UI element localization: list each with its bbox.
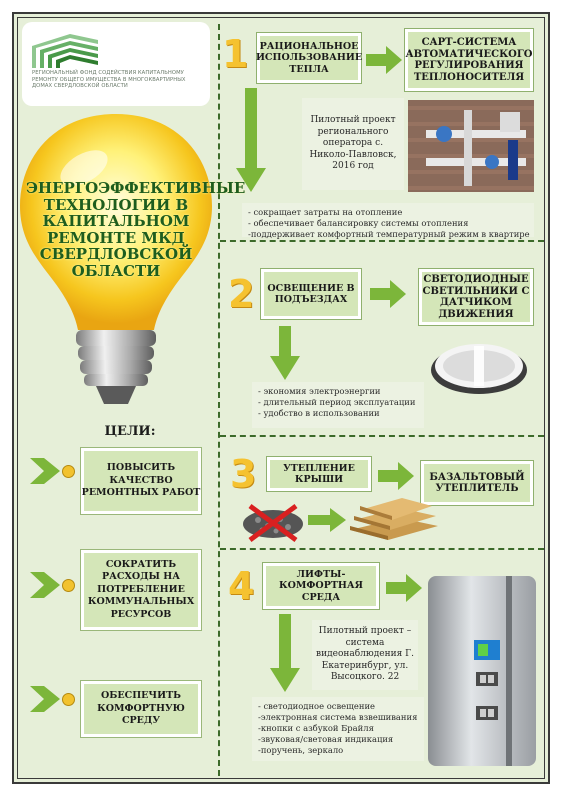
goal-bullet-icon [62, 693, 75, 706]
benefit-item: -звуковая/световая индикация [258, 734, 394, 744]
benefit-item: -поддерживает комфортный температурный р… [248, 229, 530, 239]
section-title: ЛИФТЫ-КОМФОРТНАЯ СРЕДА [262, 562, 380, 610]
section-number: 4 [228, 564, 255, 608]
arrow-right-icon [366, 46, 402, 74]
vertical-divider [218, 24, 220, 776]
benefit-item: - обеспечивает балансировку системы отоп… [248, 218, 469, 228]
section-result: СВЕТОДИОДНЫЕ СВЕТИЛЬНИКИ С ДАТЧИКОМ ДВИЖ… [418, 268, 534, 326]
benefit-item: -кнопки с азбукой Брайля [258, 723, 374, 733]
benefit-item: - экономия электроэнергии [258, 386, 381, 396]
section-number: 2 [228, 272, 255, 316]
section-divider-1 [220, 240, 544, 242]
building-logo-icon [32, 34, 98, 68]
goal-costs: СОКРАТИТЬ РАСХОДЫ НА ПОТРЕБЛЕНИЕ КОММУНА… [80, 549, 202, 631]
old-insulation-crossed-icon [243, 503, 303, 542]
basalt-slabs-icon [350, 498, 438, 540]
section-result: САРТ-СИСТЕМА АВТОМАТИЧЕСКОГО РЕГУЛИРОВАН… [404, 28, 534, 92]
benefit-item: - сокращает затраты на отопление [248, 207, 403, 217]
arrow-right-icon [386, 574, 422, 602]
pilot-note: Пилотный проект регионального оператора … [302, 98, 404, 190]
elevator-panel-icon [428, 576, 536, 766]
arrow-right-icon [378, 462, 414, 490]
benefits-list: - светодиодное освещение -электронная си… [252, 697, 424, 761]
section-number: 1 [222, 32, 249, 76]
section-result: БАЗАЛЬТОВЫЙ УТЕПЛИТЕЛЬ [420, 460, 534, 506]
benefit-item: -поручень, зеркало [258, 745, 344, 755]
logo-org-text: РЕГИОНАЛЬНЫЙ ФОНД СОДЕЙСТВИЯ КАПИТАЛЬНОМ… [32, 70, 186, 89]
logo: РЕГИОНАЛЬНЫЙ ФОНД СОДЕЙСТВИЯ КАПИТАЛЬНОМ… [22, 22, 210, 106]
section-title: ОСВЕЩЕНИЕ В ПОДЪЕЗДАХ [260, 268, 362, 320]
lightbulb-icon [20, 114, 212, 404]
main-title: ЭНЕРГОЭФФЕКТИВНЫЕ ТЕХНОЛОГИИ В КАПИТАЛЬН… [26, 179, 246, 280]
goal-label: ОБЕСПЕЧИТЬ КОМФОРТНУЮ СРЕДУ [97, 690, 185, 727]
arrow-down-icon [270, 614, 300, 692]
arrow-right-icon [370, 280, 406, 308]
section-title: УТЕПЛЕНИЕ КРЫШИ [266, 456, 372, 492]
goal-bullet-icon [62, 579, 75, 592]
goal-bullet-icon [62, 465, 75, 478]
pilot-note: Пилотный проект – система видеонаблюдени… [312, 620, 418, 690]
section-number: 3 [230, 452, 257, 496]
arrow-right-icon [308, 508, 346, 532]
goal-chevron-icon [30, 572, 60, 598]
heating-unit-photo-icon [408, 100, 534, 192]
goal-quality: ПОВЫСИТЬ КАЧЕСТВО РЕМОНТНЫХ РАБОТ [80, 447, 202, 515]
goal-chevron-icon [30, 458, 60, 484]
section-divider-3 [220, 548, 544, 550]
section-divider-2 [220, 435, 544, 437]
arrow-down-icon [236, 88, 266, 192]
led-lamp-icon [431, 344, 527, 394]
benefits-list: - экономия электроэнергии - длительный п… [252, 382, 424, 428]
benefit-item: -электронная система взвешивания [258, 712, 418, 722]
benefit-item: - удобство в использовании [258, 408, 380, 418]
section-title: РАЦИОНАЛЬНОЕ ИСПОЛЬЗОВАНИЕ ТЕПЛА [256, 32, 362, 84]
benefit-item: - светодиодное освещение [258, 701, 375, 711]
goal-comfort: ОБЕСПЕЧИТЬ КОМФОРТНУЮ СРЕДУ [80, 680, 202, 738]
goal-label: ПОВЫСИТЬ КАЧЕСТВО РЕМОНТНЫХ РАБОТ [81, 462, 201, 499]
goal-chevron-icon [30, 686, 60, 712]
poster-inner-frame [17, 17, 545, 779]
benefit-item: - длительный период эксплуатации [258, 397, 416, 407]
goals-title: ЦЕЛИ: [104, 424, 156, 439]
arrow-down-icon [270, 326, 300, 380]
goal-label: СОКРАТИТЬ РАСХОДЫ НА ПОТРЕБЛЕНИЕ КОММУНА… [87, 558, 195, 620]
benefits-list: - сокращает затраты на отопление - обесп… [242, 203, 534, 239]
